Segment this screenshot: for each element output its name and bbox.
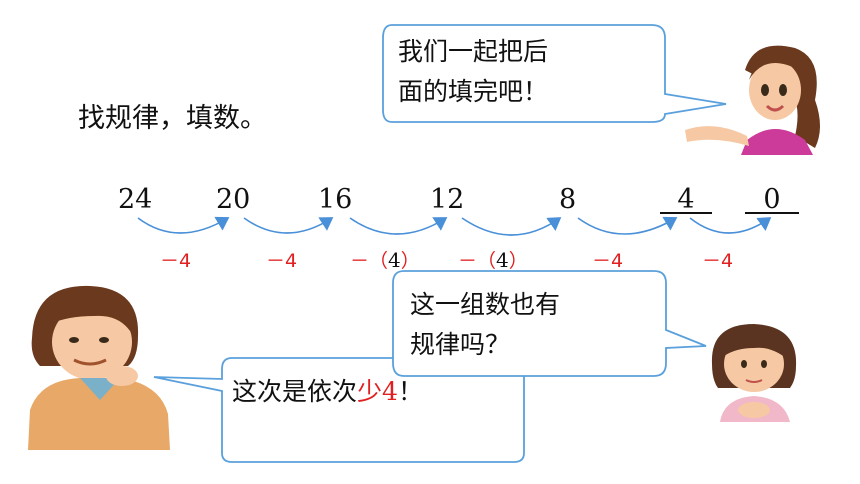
difference-3: －（4） [350, 248, 420, 272]
arrow-2 [243, 217, 334, 234]
boy-character-icon [28, 285, 170, 450]
speech-bubble-top-text: 我们一起把后 面的填完吧！ [398, 37, 549, 106]
instruction-text: 找规律，填数。 [78, 103, 267, 134]
sequence-number-1: 24 [118, 184, 153, 215]
answer-underline-1 [660, 212, 712, 214]
difference-5: －4 [592, 250, 624, 272]
arrow-5 [577, 216, 678, 235]
difference-1: －4 [160, 250, 192, 272]
sequence-arrows [137, 216, 772, 236]
speech-bubble-girl-right-text: 这一组数也有 规律吗？ [410, 290, 561, 359]
answer-blank-2: 0 [763, 184, 781, 215]
arrow-6 [689, 217, 772, 234]
girl-character-icon [685, 45, 820, 155]
answer-blank-1: 4 [677, 184, 695, 215]
difference-4: －（4） [458, 248, 528, 272]
sequence-number-4: 12 [430, 184, 465, 215]
difference-2: －4 [266, 250, 298, 272]
answer-underline-2 [745, 212, 799, 214]
arrow-4 [461, 217, 562, 236]
sequence-number-5: 8 [559, 184, 577, 215]
difference-6: －4 [702, 250, 734, 272]
sequence-number-2: 20 [216, 184, 251, 215]
girl-small-character-icon [711, 324, 797, 422]
arrow-3 [349, 217, 448, 235]
speech-bubble-girl-right [392, 270, 707, 377]
arrow-1 [137, 216, 230, 234]
speech-bubble-boy-text: 这次是依次少4！ [232, 377, 423, 406]
sequence-number-3: 16 [318, 184, 353, 215]
speech-bubble-top [382, 24, 727, 123]
